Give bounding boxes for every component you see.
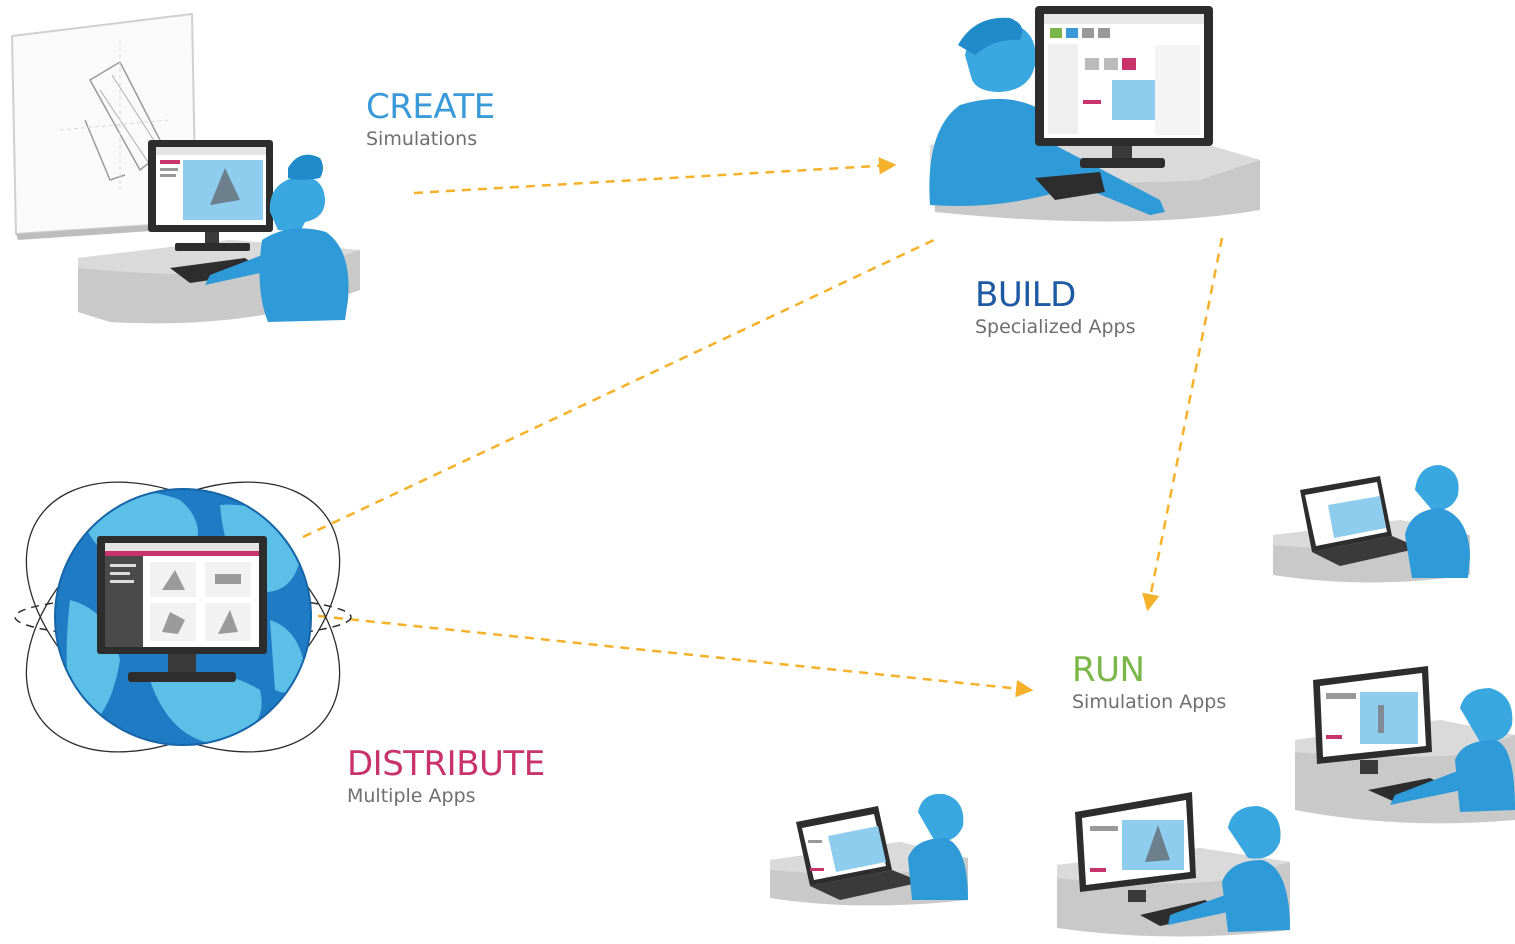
run-desktop-right [1295,666,1515,824]
arrow-create-to-build [413,157,897,195]
run-subtitle: Simulation Apps [1072,691,1227,713]
person-icon [205,154,349,322]
build-scene [929,6,1260,222]
desktop-workstation-icon [1313,666,1455,802]
create-subtitle: Simulations [366,128,478,150]
distribute-title: DISTRIBUTE [347,744,545,784]
person-icon [929,17,1165,215]
distribute-label: DISTRIBUTE Multiple Apps [347,746,545,808]
run-laptop-bottom [770,793,968,906]
create-label: CREATE Simulations [366,89,495,151]
create-scene [10,12,360,324]
flow-arrows [302,157,1224,698]
person-icon [1390,688,1515,812]
run-desktop-bottom [1057,792,1290,937]
person-icon [1405,465,1470,578]
arrow-distribute-to-run [317,614,1034,698]
run-title: RUN [1072,650,1145,690]
desktop-workstation-icon [1035,6,1213,200]
person-icon [908,793,968,900]
desktop-workstation-icon [148,140,273,283]
arrow-distribute-to-build [302,238,935,539]
run-label: RUN Simulation Apps [1072,652,1226,714]
laptop-workstation-icon [796,806,922,900]
arrow-build-to-run [1142,237,1224,612]
build-title: BUILD [975,275,1076,315]
laptop-workstation-icon [1300,476,1420,566]
create-title: CREATE [366,87,495,127]
person-icon [1168,806,1290,932]
globe-monitor [97,536,267,682]
build-subtitle: Specialized Apps [975,316,1136,338]
build-label: BUILD Specialized Apps [975,277,1136,339]
run-laptop-top [1273,465,1470,583]
globe-icon [14,481,352,753]
distribute-subtitle: Multiple Apps [347,785,476,807]
